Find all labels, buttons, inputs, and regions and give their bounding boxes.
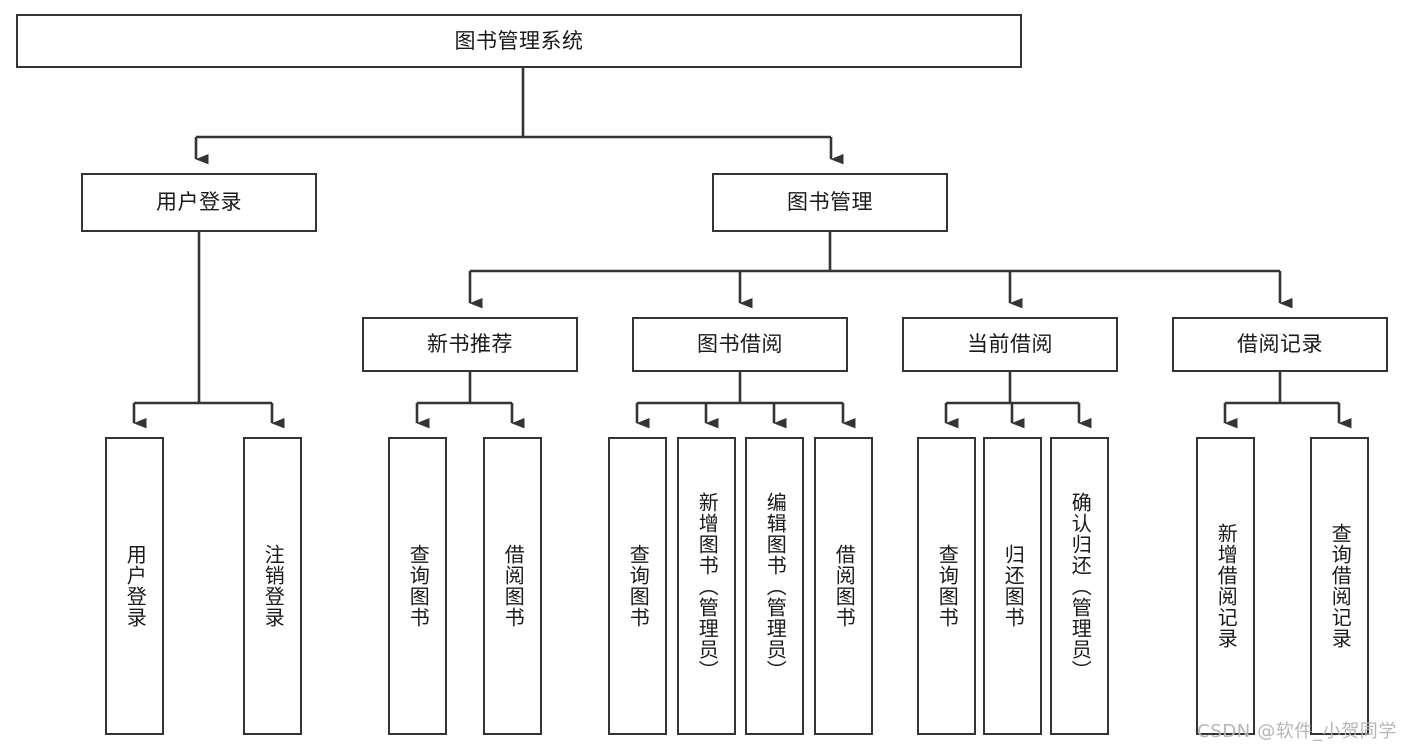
leaf-borrow-book[interactable]: 借阅图书	[814, 437, 873, 735]
node-label: 新增借阅记录	[1214, 523, 1239, 649]
node-label: 归还图书	[1001, 544, 1026, 628]
leaf-borrow-book-newbook[interactable]: 借阅图书	[483, 437, 542, 735]
leaf-add-book-admin[interactable]: 新增图书（管理员）	[677, 437, 736, 735]
leaf-query-book-current[interactable]: 查询图书	[917, 437, 976, 735]
leaf-edit-book-admin[interactable]: 编辑图书（管理员）	[745, 437, 804, 735]
node-current-borrow[interactable]: 当前借阅	[902, 317, 1118, 372]
node-book-management[interactable]: 图书管理	[712, 173, 948, 232]
node-label: 查询图书	[626, 544, 651, 628]
leaf-query-book-borrow[interactable]: 查询图书	[608, 437, 667, 735]
node-label: 查询图书	[406, 544, 431, 628]
node-book-borrow[interactable]: 图书借阅	[632, 317, 848, 372]
node-user-login[interactable]: 用户登录	[81, 173, 317, 232]
leaf-logout-login[interactable]: 注销登录	[243, 437, 302, 735]
node-root-book-management-system[interactable]: 图书管理系统	[16, 14, 1022, 68]
node-label: 图书借阅	[697, 332, 783, 357]
leaf-user-login[interactable]: 用户登录	[105, 437, 164, 735]
node-label: 借阅图书	[832, 544, 857, 628]
node-label: 借阅记录	[1237, 332, 1323, 357]
node-label: 编辑图书（管理员）	[763, 491, 788, 681]
node-label: 当前借阅	[967, 332, 1053, 357]
node-borrow-record[interactable]: 借阅记录	[1172, 317, 1388, 372]
leaf-query-borrow-record[interactable]: 查询借阅记录	[1310, 437, 1369, 735]
node-label: 查询借阅记录	[1328, 523, 1353, 649]
node-label: 图书管理	[787, 190, 873, 215]
leaf-confirm-return-admin[interactable]: 确认归还（管理员）	[1050, 437, 1109, 735]
leaf-return-book[interactable]: 归还图书	[983, 437, 1042, 735]
node-label: 确认归还（管理员）	[1068, 491, 1093, 681]
node-new-book-recommend[interactable]: 新书推荐	[362, 317, 578, 372]
node-label: 新书推荐	[427, 332, 513, 357]
node-label: 新增图书（管理员）	[695, 491, 720, 681]
node-label: 查询图书	[935, 544, 960, 628]
leaf-add-borrow-record[interactable]: 新增借阅记录	[1196, 437, 1255, 735]
node-label: 图书管理系统	[454, 28, 584, 53]
node-label: 用户登录	[156, 190, 242, 215]
node-label: 注销登录	[261, 544, 286, 628]
leaf-query-book-newbook[interactable]: 查询图书	[388, 437, 447, 735]
node-label: 用户登录	[123, 544, 148, 628]
node-label: 借阅图书	[501, 544, 526, 628]
